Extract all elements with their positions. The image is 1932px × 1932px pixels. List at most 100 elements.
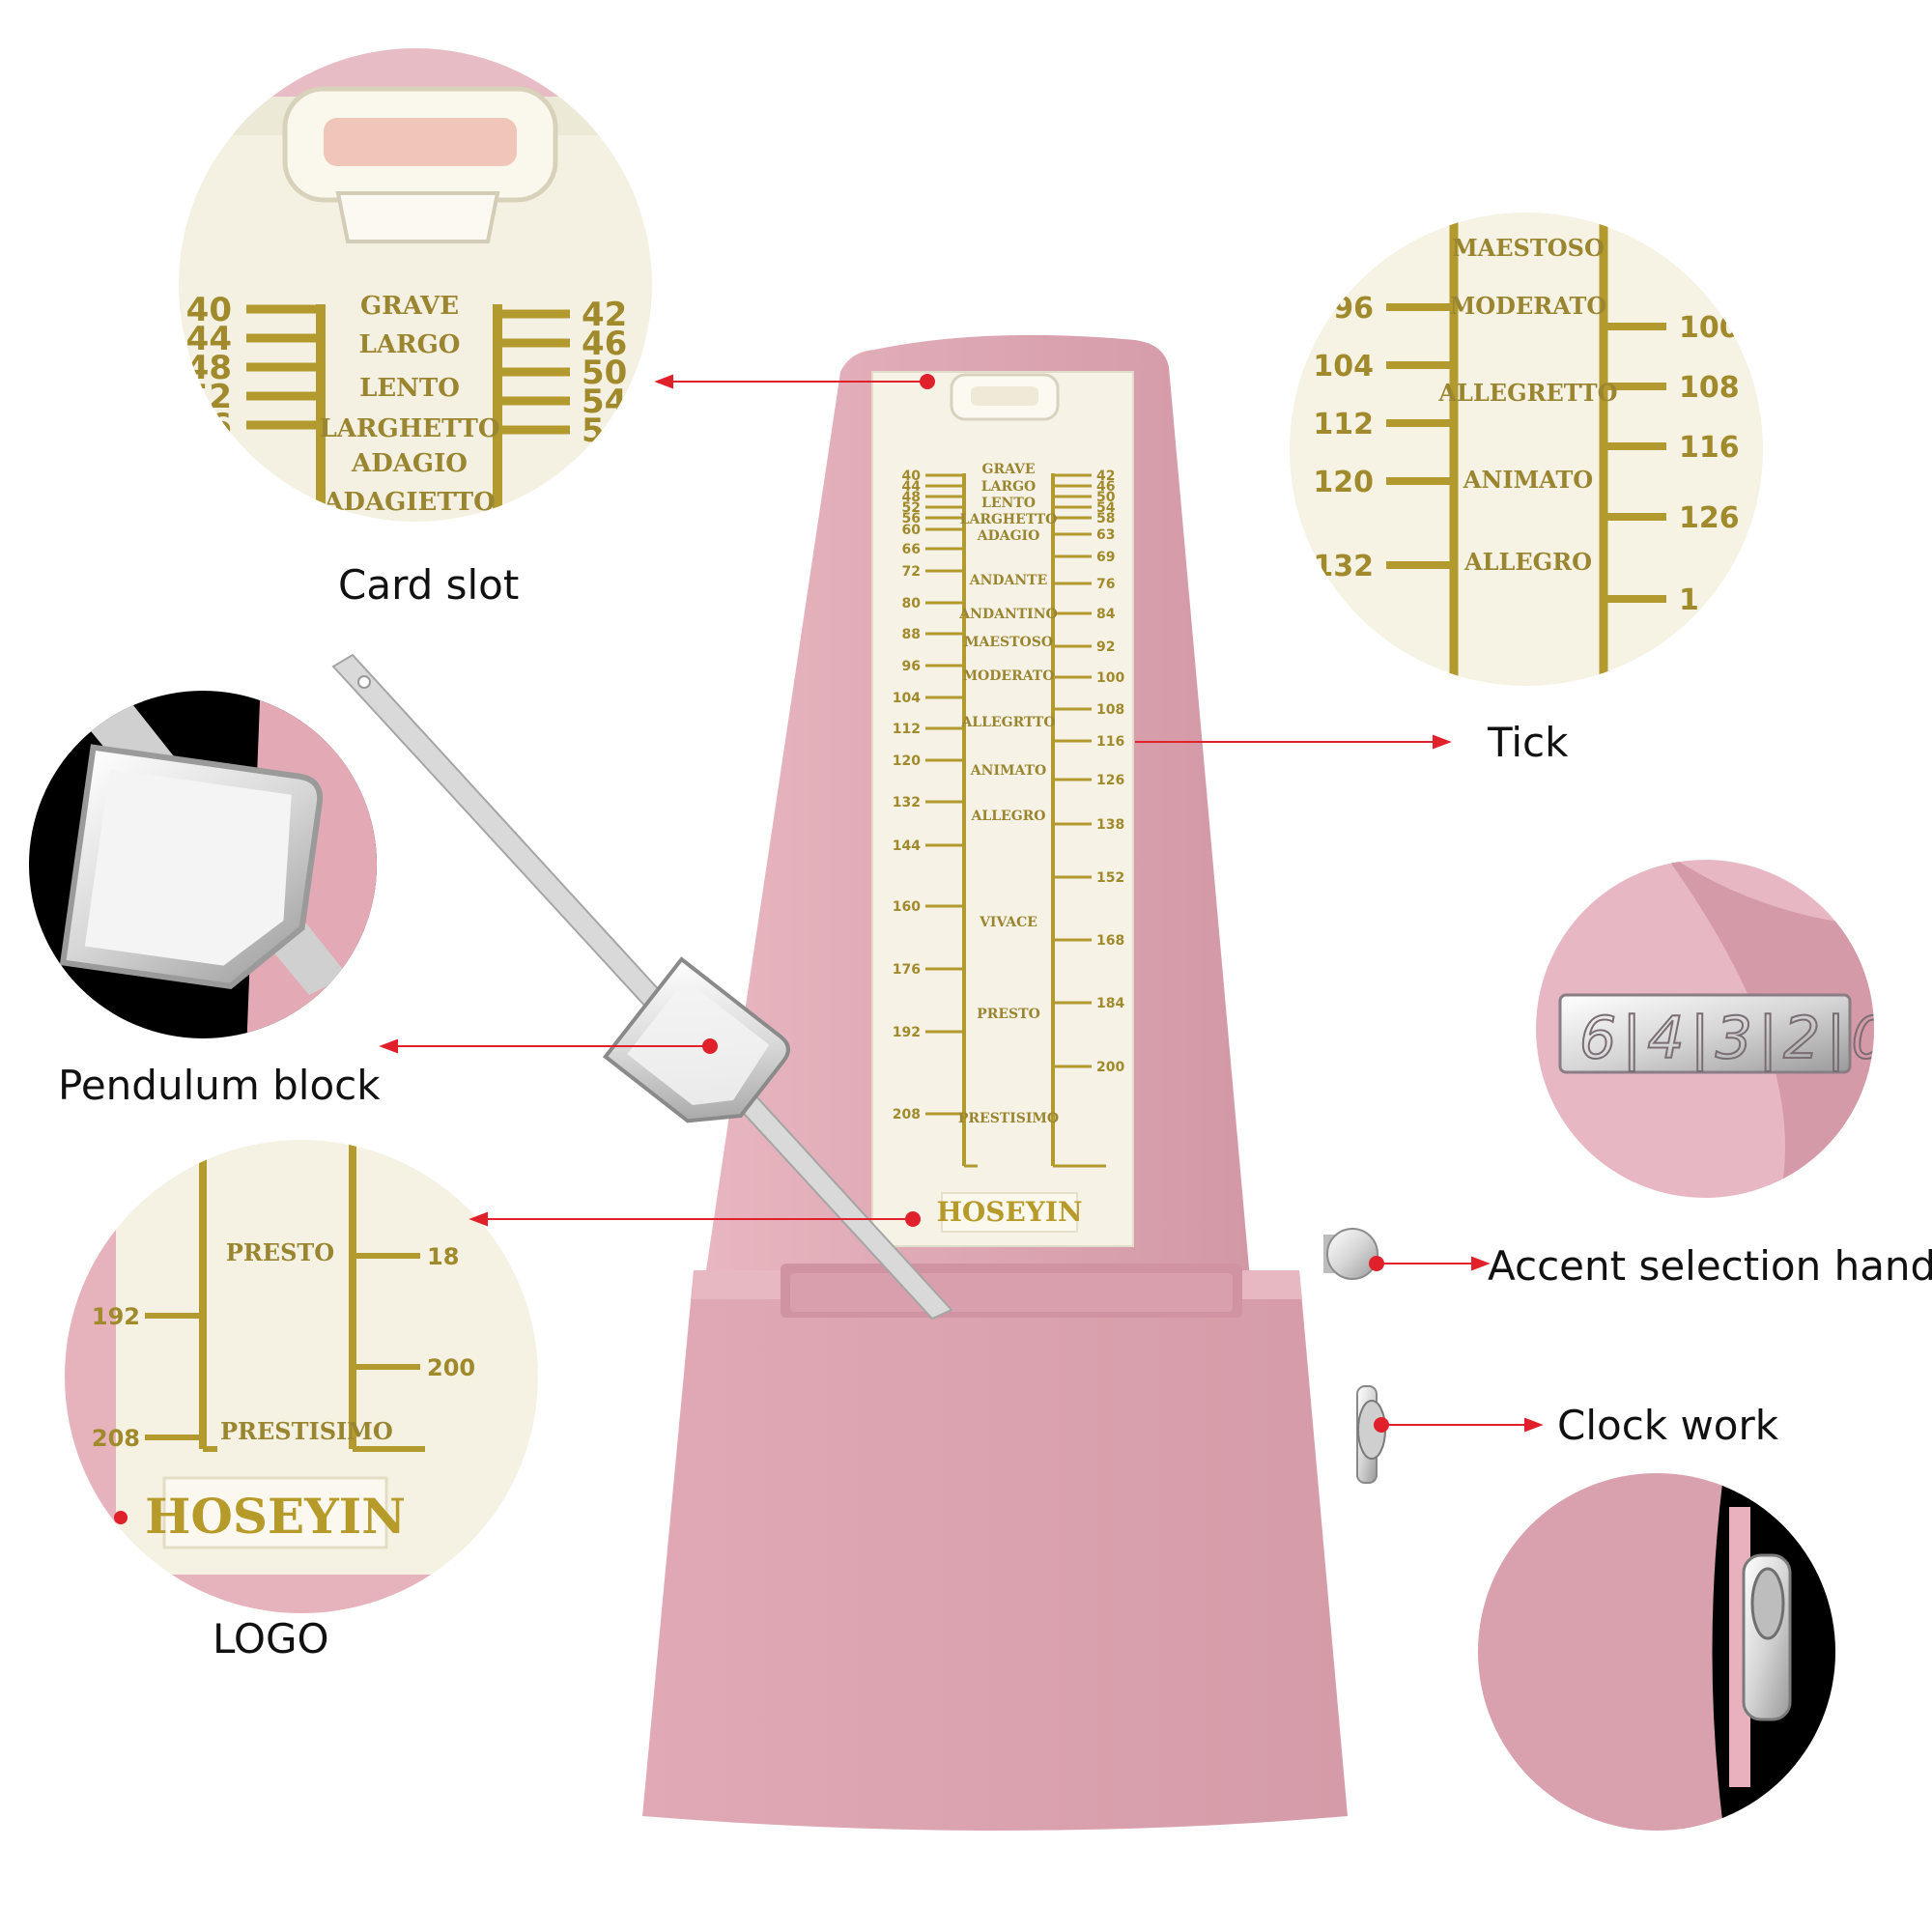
accent-dot (1369, 1256, 1384, 1271)
scale-left-label: 176 (893, 962, 921, 978)
scale-left-label: 112 (893, 722, 921, 737)
zoom-tick-left-label: 96 (1333, 292, 1374, 326)
label-tick: Tick (1488, 719, 1569, 766)
zoom-tick-right-label: 1 (1679, 583, 1699, 617)
scale-left-label: 160 (893, 899, 921, 915)
zoom-card-tempo: LARGHETTO (319, 414, 499, 443)
scale-right-label: 69 (1096, 550, 1115, 565)
scale-right-label: 116 (1096, 734, 1124, 750)
tempo-marking: VIVACE (979, 915, 1037, 930)
zoom-card-left-label: 44 (186, 320, 232, 358)
zoom-accent-handle: 6|4|3|2|0 (1536, 860, 1894, 1198)
zoom-tick-right-label: 108 (1679, 371, 1740, 405)
card-slot (950, 373, 1060, 421)
zoom-tick-tempo: MODERATO (1450, 292, 1607, 320)
leader-lines (114, 374, 1544, 1524)
zoom-card-tempo: GRAVE (360, 292, 459, 321)
pendulum[interactable] (331, 653, 953, 1321)
scale-right-label: 54 (1096, 500, 1116, 516)
scale-left-ticks: 4044485256606672808896104112120132144160… (893, 469, 978, 1168)
scale-right-label: 63 (1096, 527, 1115, 543)
clock-work-dot (1374, 1417, 1389, 1433)
zoom-logo-right-label: 200 (427, 1354, 475, 1381)
label-accent-handle: Accent selection handle (1488, 1242, 1932, 1290)
zoom-logo-tempo: PRESTISIMO (220, 1417, 393, 1445)
scale-right-label: 168 (1096, 933, 1124, 949)
scale-left-label: 56 (902, 511, 921, 526)
scale-right-label: 152 (1096, 870, 1124, 886)
tempo-card: 4044485256606672808896104112120132144160… (871, 371, 1134, 1247)
scale-right-label: 76 (1096, 577, 1115, 592)
tempo-marking: LARGO (981, 479, 1037, 495)
zoom-brand-logo: HOSEYIN (145, 1488, 406, 1545)
zoom-tick-left-label: 104 (1313, 350, 1374, 384)
scale-left-label: 66 (902, 542, 921, 557)
zoom-clock-work (1478, 1473, 1835, 1831)
scale-left-label: 52 (902, 500, 921, 516)
scale-right-label: 100 (1096, 670, 1124, 686)
scale-left-label: 80 (902, 596, 922, 611)
zoom-card-left-label: 40 (186, 291, 232, 329)
scale-left-label: 144 (893, 838, 921, 854)
pendulum-block[interactable] (602, 956, 794, 1145)
zoom-tick-right-label: 116 (1679, 431, 1740, 465)
scale-right-label: 84 (1096, 607, 1116, 622)
zoom-logo-left-label: 192 (92, 1303, 140, 1330)
zoom-card-right-label: 46 (582, 325, 627, 363)
scale-right-label: 126 (1096, 773, 1124, 788)
scale-left-label: 132 (893, 795, 921, 810)
card-slot-dot (920, 374, 935, 389)
zoom-card-tempo: LENTO (359, 374, 460, 403)
scale-left-label: 208 (893, 1107, 921, 1122)
zoom-tick-right-label: 126 (1679, 501, 1740, 535)
zoom-tick-left-label: 112 (1313, 408, 1374, 441)
scale-right-label: 50 (1096, 490, 1116, 505)
scale-left-label: 48 (902, 490, 921, 505)
tempo-marking: LARGHETTO (960, 512, 1058, 527)
tempo-marking: PRESTISIMO (958, 1111, 1059, 1126)
tempo-marking: ANDANTINO (958, 607, 1057, 622)
scale-left-label: 104 (893, 691, 921, 706)
zoom-logo-tempo: PRESTO (226, 1238, 334, 1266)
pendulum-block-dot (702, 1038, 718, 1054)
scale-right-label: 46 (1096, 479, 1115, 495)
scale-right-label: 42 (1096, 469, 1115, 484)
scale-left-label: 44 (902, 479, 922, 495)
tempo-marking: ANIMATO (970, 763, 1046, 779)
zoom-logo-right-label: 18 (427, 1243, 459, 1270)
accent-selection-knob[interactable] (1323, 1228, 1378, 1280)
clock-work-key[interactable] (1356, 1385, 1386, 1484)
scale-left-label: 60 (902, 523, 922, 538)
scale-right-label: 108 (1096, 702, 1124, 718)
zoom-card-right-label: 50 (582, 354, 627, 392)
logo-dot (905, 1211, 921, 1227)
scale-right-label: 200 (1096, 1060, 1124, 1075)
scale-right-label: 58 (1096, 511, 1115, 526)
label-card-slot: Card slot (338, 561, 520, 609)
scale-left-label: 96 (902, 659, 921, 674)
logo-zoom-dot (114, 1511, 128, 1524)
zoom-tick-tempo: MAESTOSO (1452, 234, 1605, 262)
tempo-marking: PRESTO (977, 1007, 1040, 1022)
zoom-tick-right-label: 100 (1679, 311, 1740, 345)
zoom-card-right-label: 42 (582, 296, 627, 334)
accent-markings: 6|4|3|2|0 (1579, 1005, 1894, 1072)
scale-left-label: 72 (902, 564, 921, 580)
tempo-marking: ALLEGRTTO (960, 715, 1055, 730)
scale-right-ticks: 4246505458636976849210010811612613815216… (1053, 469, 1124, 1168)
tempo-marking: GRAVE (982, 462, 1036, 477)
zoom-card-tempo: ADAGIETTO (323, 488, 496, 517)
zoom-card-left-label: 6 (209, 407, 232, 445)
scale-right-label: 184 (1096, 996, 1124, 1011)
zoom-tick-tempo: ANIMATO (1463, 466, 1593, 494)
tempo-marking: LENTO (981, 496, 1036, 511)
zoom-tick-left-label: 132 (1313, 550, 1374, 583)
tempo-marking: MODERATO (963, 668, 1055, 684)
label-pendulum-block: Pendulum block (58, 1062, 381, 1109)
label-clock-work: Clock work (1557, 1402, 1779, 1449)
tempo-marking: ALLEGRO (970, 809, 1045, 824)
zoom-pendulum-block (29, 691, 377, 1038)
